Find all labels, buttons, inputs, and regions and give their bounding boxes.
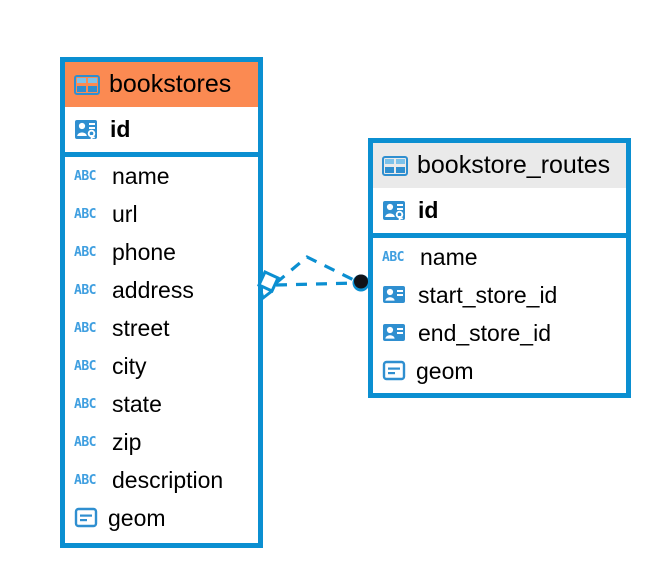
attribute-row-geom[interactable]: geom — [65, 499, 258, 537]
attribute-label: start_store_id — [418, 281, 558, 308]
foreign-key-icon — [382, 283, 410, 307]
attribute-label: zip — [112, 428, 142, 455]
attribute-row-description[interactable]: ABC description — [65, 461, 258, 499]
attribute-label: geom — [416, 357, 474, 384]
attribute-row-start-store-id[interactable]: start_store_id — [373, 276, 626, 314]
entity-table-bookstores[interactable]: bookstores id ABC name — [60, 57, 263, 548]
attribute-label: phone — [112, 238, 176, 265]
attribute-label: street — [112, 314, 170, 341]
attribute-row-geom[interactable]: geom — [373, 352, 626, 390]
attribute-label: description — [112, 466, 224, 493]
attribute-label: url — [112, 200, 138, 227]
abc-icon: ABC — [74, 434, 96, 450]
abc-icon: ABC — [382, 249, 404, 265]
attribute-list-bookstore-routes: ABC name start_store_id — [373, 238, 626, 390]
entity-name-label: bookstore_routes — [417, 151, 611, 179]
entity-header-bookstore-routes[interactable]: bookstore_routes — [373, 143, 626, 188]
primary-key-icon — [382, 199, 410, 223]
attribute-row-primary-key[interactable]: id — [65, 107, 258, 152]
attribute-label: name — [112, 162, 170, 189]
attribute-label: end_store_id — [418, 319, 551, 346]
attribute-list-bookstores: ABC name ABC url ABC phone ABC address A… — [65, 157, 258, 537]
table-icon — [74, 74, 100, 95]
abc-icon: ABC — [74, 472, 96, 488]
attribute-label: id — [110, 116, 131, 142]
geometry-icon — [74, 507, 100, 529]
table-icon — [382, 155, 408, 176]
entity-name-label: bookstores — [109, 70, 232, 98]
attribute-row-name[interactable]: ABC name — [65, 157, 258, 195]
entity-table-bookstore-routes[interactable]: bookstore_routes id ABC — [368, 138, 631, 398]
abc-icon: ABC — [74, 168, 96, 184]
attribute-row-zip[interactable]: ABC zip — [65, 423, 258, 461]
abc-icon: ABC — [74, 282, 96, 298]
attribute-row-url[interactable]: ABC url — [65, 195, 258, 233]
filled-circle-marker — [352, 274, 370, 292]
abc-icon: ABC — [74, 358, 96, 374]
attribute-label: geom — [108, 504, 166, 531]
attribute-label: address — [112, 276, 194, 303]
abc-icon: ABC — [74, 320, 96, 336]
relationship-connector[interactable] — [250, 238, 380, 308]
relationship-line-upper — [274, 255, 361, 285]
primary-key-divider — [373, 233, 626, 238]
attribute-label: state — [112, 390, 162, 417]
entity-header-bookstores[interactable]: bookstores — [65, 62, 258, 107]
geometry-icon — [382, 360, 408, 382]
attribute-row-state[interactable]: ABC state — [65, 385, 258, 423]
foreign-key-icon — [382, 321, 410, 345]
attribute-row-phone[interactable]: ABC phone — [65, 233, 258, 271]
primary-key-icon — [74, 118, 102, 142]
attribute-row-street[interactable]: ABC street — [65, 309, 258, 347]
attribute-row-end-store-id[interactable]: end_store_id — [373, 314, 626, 352]
attribute-label: name — [420, 243, 478, 270]
primary-key-divider — [65, 152, 258, 157]
abc-icon: ABC — [74, 396, 96, 412]
attribute-row-primary-key[interactable]: id — [373, 188, 626, 233]
attribute-row-address[interactable]: ABC address — [65, 271, 258, 309]
abc-icon: ABC — [74, 206, 96, 222]
attribute-label: id — [418, 197, 439, 223]
attribute-label: city — [112, 352, 147, 379]
attribute-row-name[interactable]: ABC name — [373, 238, 626, 276]
abc-icon: ABC — [74, 244, 96, 260]
relationship-line-lower — [275, 281, 359, 287]
attribute-row-city[interactable]: ABC city — [65, 347, 258, 385]
